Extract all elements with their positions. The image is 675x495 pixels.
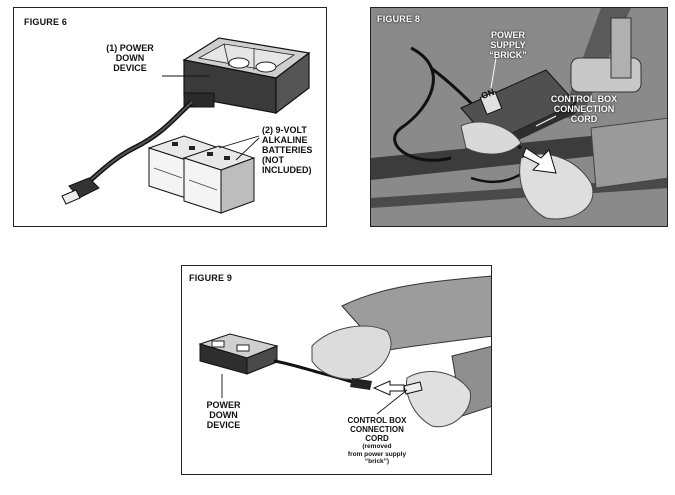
label-line: BATTERIES — [262, 145, 313, 155]
figure-9-title: FIGURE 9 — [189, 273, 233, 283]
figure-9-panel: FIGURE 9 POWER DOWN DEVICE CONTR — [181, 265, 492, 475]
figure-8-title: FIGURE 8 — [377, 14, 421, 24]
label-power-down-device: POWER DOWN DEVICE — [196, 400, 251, 430]
label-line: DEVICE — [113, 63, 147, 73]
pull-arrow-icon — [522, 147, 557, 174]
label-line: CORD — [570, 114, 598, 124]
label-line: POWER — [206, 400, 241, 410]
label-line: INCLUDED) — [262, 165, 312, 175]
label-control-box-cord: CONTROL BOX CONNECTION CORD (removed fro… — [332, 416, 422, 466]
figure-6-title: FIGURE 6 — [24, 17, 68, 27]
figure-9-illustration — [198, 275, 491, 428]
figure-8-panel: FIGURE 8 ON POWER SUPPLY “BRICK” CONTROL… — [370, 7, 668, 227]
label-note-line: (removed — [362, 443, 392, 450]
label-note-line: from power supply — [347, 450, 407, 458]
label-line: CONTROL BOX — [550, 94, 618, 104]
label-line: POWER — [490, 30, 525, 40]
power-down-device-drawing — [182, 37, 311, 115]
figure-8-photo — [371, 8, 667, 226]
plug-connector-drawing — [61, 177, 100, 205]
power-down-device-drawing — [198, 333, 279, 375]
leader-line-batteries-1 — [218, 135, 260, 149]
label-line: DOWN — [115, 53, 145, 63]
figure-6-panel: FIGURE 6 — [13, 7, 327, 227]
leader-line-cord — [376, 389, 408, 415]
label-line: (NOT — [262, 155, 284, 165]
label-line: (1) POWER — [106, 43, 154, 53]
leader-line-batteries-2 — [235, 137, 260, 161]
label-batteries: (2) 9-VOLT ALKALINE BATTERIES (NOT INCLU… — [262, 125, 324, 175]
label-line: SUPPLY — [490, 40, 526, 50]
label-line: CONTROL BOX — [347, 416, 407, 425]
label-line: DOWN — [209, 410, 238, 420]
label-line: DEVICE — [206, 420, 241, 430]
label-line: CORD — [365, 434, 389, 443]
label-line: CONNECTION — [553, 104, 615, 114]
label-line: (2) 9-VOLT — [262, 125, 307, 135]
figure-6-illustration — [61, 37, 311, 214]
leader-line-cord — [535, 115, 557, 127]
label-power-supply-brick: POWER SUPPLY “BRICK” — [483, 30, 533, 60]
battery-2-drawing — [182, 145, 256, 214]
insert-arrow-icon — [372, 380, 405, 396]
label-control-box-cord: CONTROL BOX CONNECTION CORD — [549, 94, 619, 124]
label-line: ALKALINE — [262, 135, 308, 145]
leader-line-brick — [490, 57, 497, 89]
label-line: CONNECTION — [350, 425, 404, 434]
label-note-line: “brick”) — [364, 458, 390, 465]
label-line: “BRICK” — [489, 50, 527, 60]
label-power-down-device: (1) POWER DOWN DEVICE — [100, 43, 160, 73]
